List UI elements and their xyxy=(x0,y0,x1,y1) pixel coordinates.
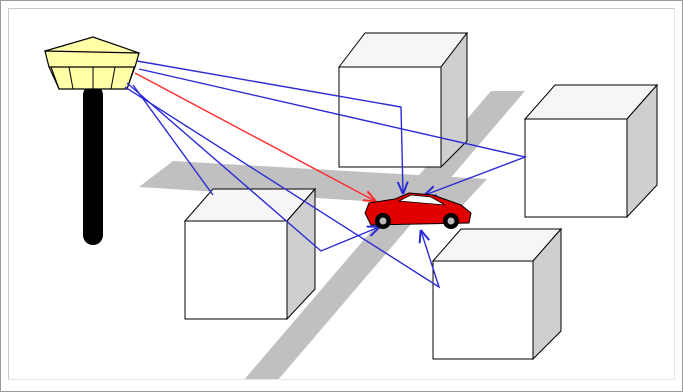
direct-path xyxy=(134,72,375,201)
path-to-road-edge xyxy=(132,84,214,196)
building-top-center xyxy=(337,31,469,169)
reflected-paths xyxy=(124,60,528,289)
road-horizontal xyxy=(139,161,487,207)
car-icon xyxy=(364,192,472,229)
path-via-top-building xyxy=(136,60,403,193)
antenna-pole xyxy=(83,85,103,245)
road-diagonal xyxy=(244,91,525,379)
path-via-bottom-building xyxy=(124,86,441,289)
building-right xyxy=(523,83,659,219)
path-via-left-building xyxy=(126,82,379,252)
figure-canvas xyxy=(8,8,675,380)
base-station-antenna-icon xyxy=(44,36,140,90)
path-via-right-building xyxy=(138,68,528,195)
multipath-diagram xyxy=(44,31,659,379)
building-bottom-right xyxy=(431,227,563,361)
building-left xyxy=(183,187,317,321)
